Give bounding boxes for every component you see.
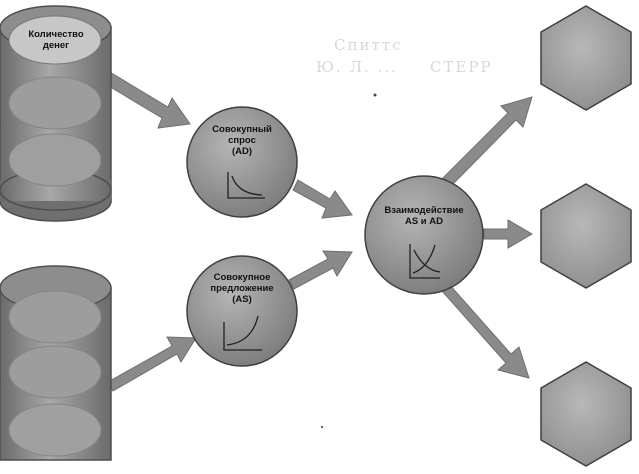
- lower-cylinder-band-2: [8, 345, 102, 399]
- ghost-text-1: Cпиттс: [334, 36, 403, 54]
- demand-curve-icon: [227, 172, 265, 199]
- aggregate-supply-label: Совокупное предложение (AS): [210, 272, 274, 305]
- lower-cylinder-band-1: [8, 290, 102, 344]
- arrow-cylinder2-to-supply: [107, 336, 197, 392]
- money-cylinder: [0, 5, 112, 222]
- aggregate-demand-label: Совокупный спрос (AD): [212, 124, 272, 157]
- speck: [373, 93, 377, 97]
- arrow-interaction-to-hex-top: [442, 96, 533, 187]
- money-label-ellipse: [8, 15, 102, 65]
- result-hexagon-bottom: [540, 361, 632, 467]
- lower-cylinder: [0, 265, 112, 461]
- money-cylinder-band-2: [8, 133, 102, 187]
- result-hexagon-top: [540, 5, 632, 111]
- arrow-interaction-to-hex-mid: [483, 219, 533, 249]
- cross-curve-icon: [409, 244, 441, 279]
- lower-cylinder-band-3: [8, 403, 102, 457]
- arrow-demand-to-interaction: [292, 179, 353, 219]
- connector-arrows: [96, 67, 533, 392]
- supply-curve-icon: [223, 315, 262, 351]
- speck: [320, 425, 324, 429]
- arrow-interaction-to-hex-bottom: [441, 282, 530, 379]
- interaction-circle: [364, 175, 484, 295]
- demand-circle: [186, 106, 298, 218]
- ghost-text-2: Ю. Л. ...: [316, 58, 398, 76]
- money-cylinder-band-1: [8, 76, 102, 130]
- interaction-label: Взаимодействие AS и AD: [384, 205, 464, 227]
- result-hexagon-middle: [540, 183, 632, 289]
- supply-circle: [186, 255, 298, 367]
- money-supply-label: Количество денег: [28, 29, 84, 51]
- arrow-supply-to-interaction: [288, 250, 353, 290]
- ghost-text-3: СТЕРР: [430, 58, 493, 76]
